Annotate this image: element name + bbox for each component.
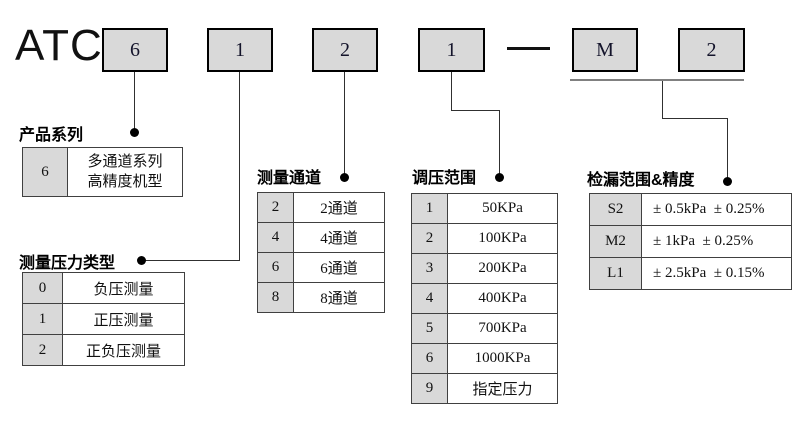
- desc-cell: 100KPa: [447, 223, 558, 254]
- code-cell: 6: [257, 252, 294, 283]
- desc-cell: 6通道: [293, 252, 385, 283]
- desc-cell: 指定压力: [447, 373, 558, 404]
- code-cell: 0: [22, 272, 63, 304]
- code-cell: S2: [589, 193, 642, 226]
- table-row: 9 指定压力: [411, 373, 558, 404]
- model-code-box-pressure-type: 1: [207, 28, 273, 72]
- code-cell: 1: [22, 303, 63, 335]
- table-row: L1 ± 2.5kPa ± 0.15%: [589, 257, 792, 290]
- connector-line: [344, 72, 345, 175]
- code-cell: 5: [411, 313, 448, 344]
- desc-cell: 200KPa: [447, 253, 558, 284]
- table-row: 0 负压测量: [22, 272, 185, 304]
- desc-cell: 2通道: [293, 192, 385, 223]
- connector-dot: [137, 256, 146, 265]
- connector-line: [145, 260, 240, 261]
- table-row: 4 4通道: [257, 222, 385, 253]
- connector-dot: [723, 177, 732, 186]
- code-cell: 2: [257, 192, 294, 223]
- code-cell: 8: [257, 282, 294, 313]
- table-row: S2 ± 0.5kPa ± 0.25%: [589, 193, 792, 226]
- desc-cell: 700KPa: [447, 313, 558, 344]
- table-row: 6 1000KPa: [411, 343, 558, 374]
- code-cell: 4: [257, 222, 294, 253]
- table-row: 6 6通道: [257, 252, 385, 283]
- table-row: 1 50KPa: [411, 193, 558, 224]
- desc-cell: 正压测量: [62, 303, 185, 335]
- table-row: 4 400KPa: [411, 283, 558, 314]
- code-cell: 6: [22, 147, 68, 197]
- desc-cell: ± 0.5kPa ± 0.25%: [641, 193, 792, 226]
- desc-cell: 正负压测量: [62, 334, 185, 366]
- section-label-pressure-type: 测量压力类型: [19, 255, 116, 272]
- connector-dot: [340, 173, 349, 182]
- model-code-box-leak-letter: M: [572, 28, 638, 72]
- desc-cell: 400KPa: [447, 283, 558, 314]
- code-cell: 4: [411, 283, 448, 314]
- connector-line: [499, 110, 500, 175]
- code-cell: 1: [411, 193, 448, 224]
- code-cell: 3: [411, 253, 448, 284]
- table-product-series: 6 多通道系列 高精度机型: [22, 147, 183, 197]
- desc-cell: ± 1kPa ± 0.25%: [641, 225, 792, 258]
- code-cell: L1: [589, 257, 642, 290]
- desc-cell: 1000KPa: [447, 343, 558, 374]
- section-label-regulation-range: 调压范围: [412, 170, 477, 187]
- code-cell: 6: [411, 343, 448, 374]
- connector-dot: [130, 128, 139, 137]
- table-channels: 2 2通道 4 4通道 6 6通道 8 8通道: [257, 192, 385, 313]
- desc-cell: 负压测量: [62, 272, 185, 304]
- table-row: 8 8通道: [257, 282, 385, 313]
- section-label-product-series: 产品系列: [19, 127, 84, 144]
- model-code-box-leak-digit: 2: [678, 28, 745, 72]
- connector-line: [727, 118, 728, 178]
- table-row: 6 多通道系列 高精度机型: [22, 147, 183, 197]
- section-label-leak-range: 检漏范围&精度: [587, 172, 695, 189]
- model-code-box-regulation: 1: [418, 28, 485, 72]
- table-row: 2 正负压测量: [22, 334, 185, 366]
- desc-cell: ± 2.5kPa ± 0.15%: [641, 257, 792, 290]
- table-leak-range: S2 ± 0.5kPa ± 0.25% M2 ± 1kPa ± 0.25% L1…: [589, 193, 792, 290]
- table-row: 5 700KPa: [411, 313, 558, 344]
- dash-separator: [507, 47, 550, 50]
- section-label-channels: 测量通道: [257, 170, 322, 187]
- connector-line: [451, 72, 452, 111]
- connector-line: [662, 118, 728, 119]
- table-row: 2 100KPa: [411, 223, 558, 254]
- brand-text: ATC: [15, 21, 103, 70]
- connector-line: [239, 72, 240, 261]
- table-regulation-range: 1 50KPa 2 100KPa 3 200KPa 4 400KPa 5 700…: [411, 193, 558, 404]
- table-pressure-type: 0 负压测量 1 正压测量 2 正负压测量: [22, 272, 185, 366]
- table-row: 2 2通道: [257, 192, 385, 223]
- connector-line: [662, 81, 663, 119]
- desc-cell: 50KPa: [447, 193, 558, 224]
- code-cell: 9: [411, 373, 448, 404]
- table-row: 3 200KPa: [411, 253, 558, 284]
- code-cell: 2: [411, 223, 448, 254]
- leak-group-underline: [570, 79, 744, 81]
- model-code-box-series: 6: [102, 28, 168, 72]
- code-cell: M2: [589, 225, 642, 258]
- desc-cell: 4通道: [293, 222, 385, 253]
- desc-cell: 多通道系列 高精度机型: [67, 147, 183, 197]
- desc-cell: 8通道: [293, 282, 385, 313]
- connector-dot: [495, 173, 504, 182]
- table-row: 1 正压测量: [22, 303, 185, 335]
- connector-line: [451, 110, 500, 111]
- connector-line: [134, 72, 135, 130]
- code-cell: 2: [22, 334, 63, 366]
- table-row: M2 ± 1kPa ± 0.25%: [589, 225, 792, 258]
- model-code-box-channels: 2: [312, 28, 378, 72]
